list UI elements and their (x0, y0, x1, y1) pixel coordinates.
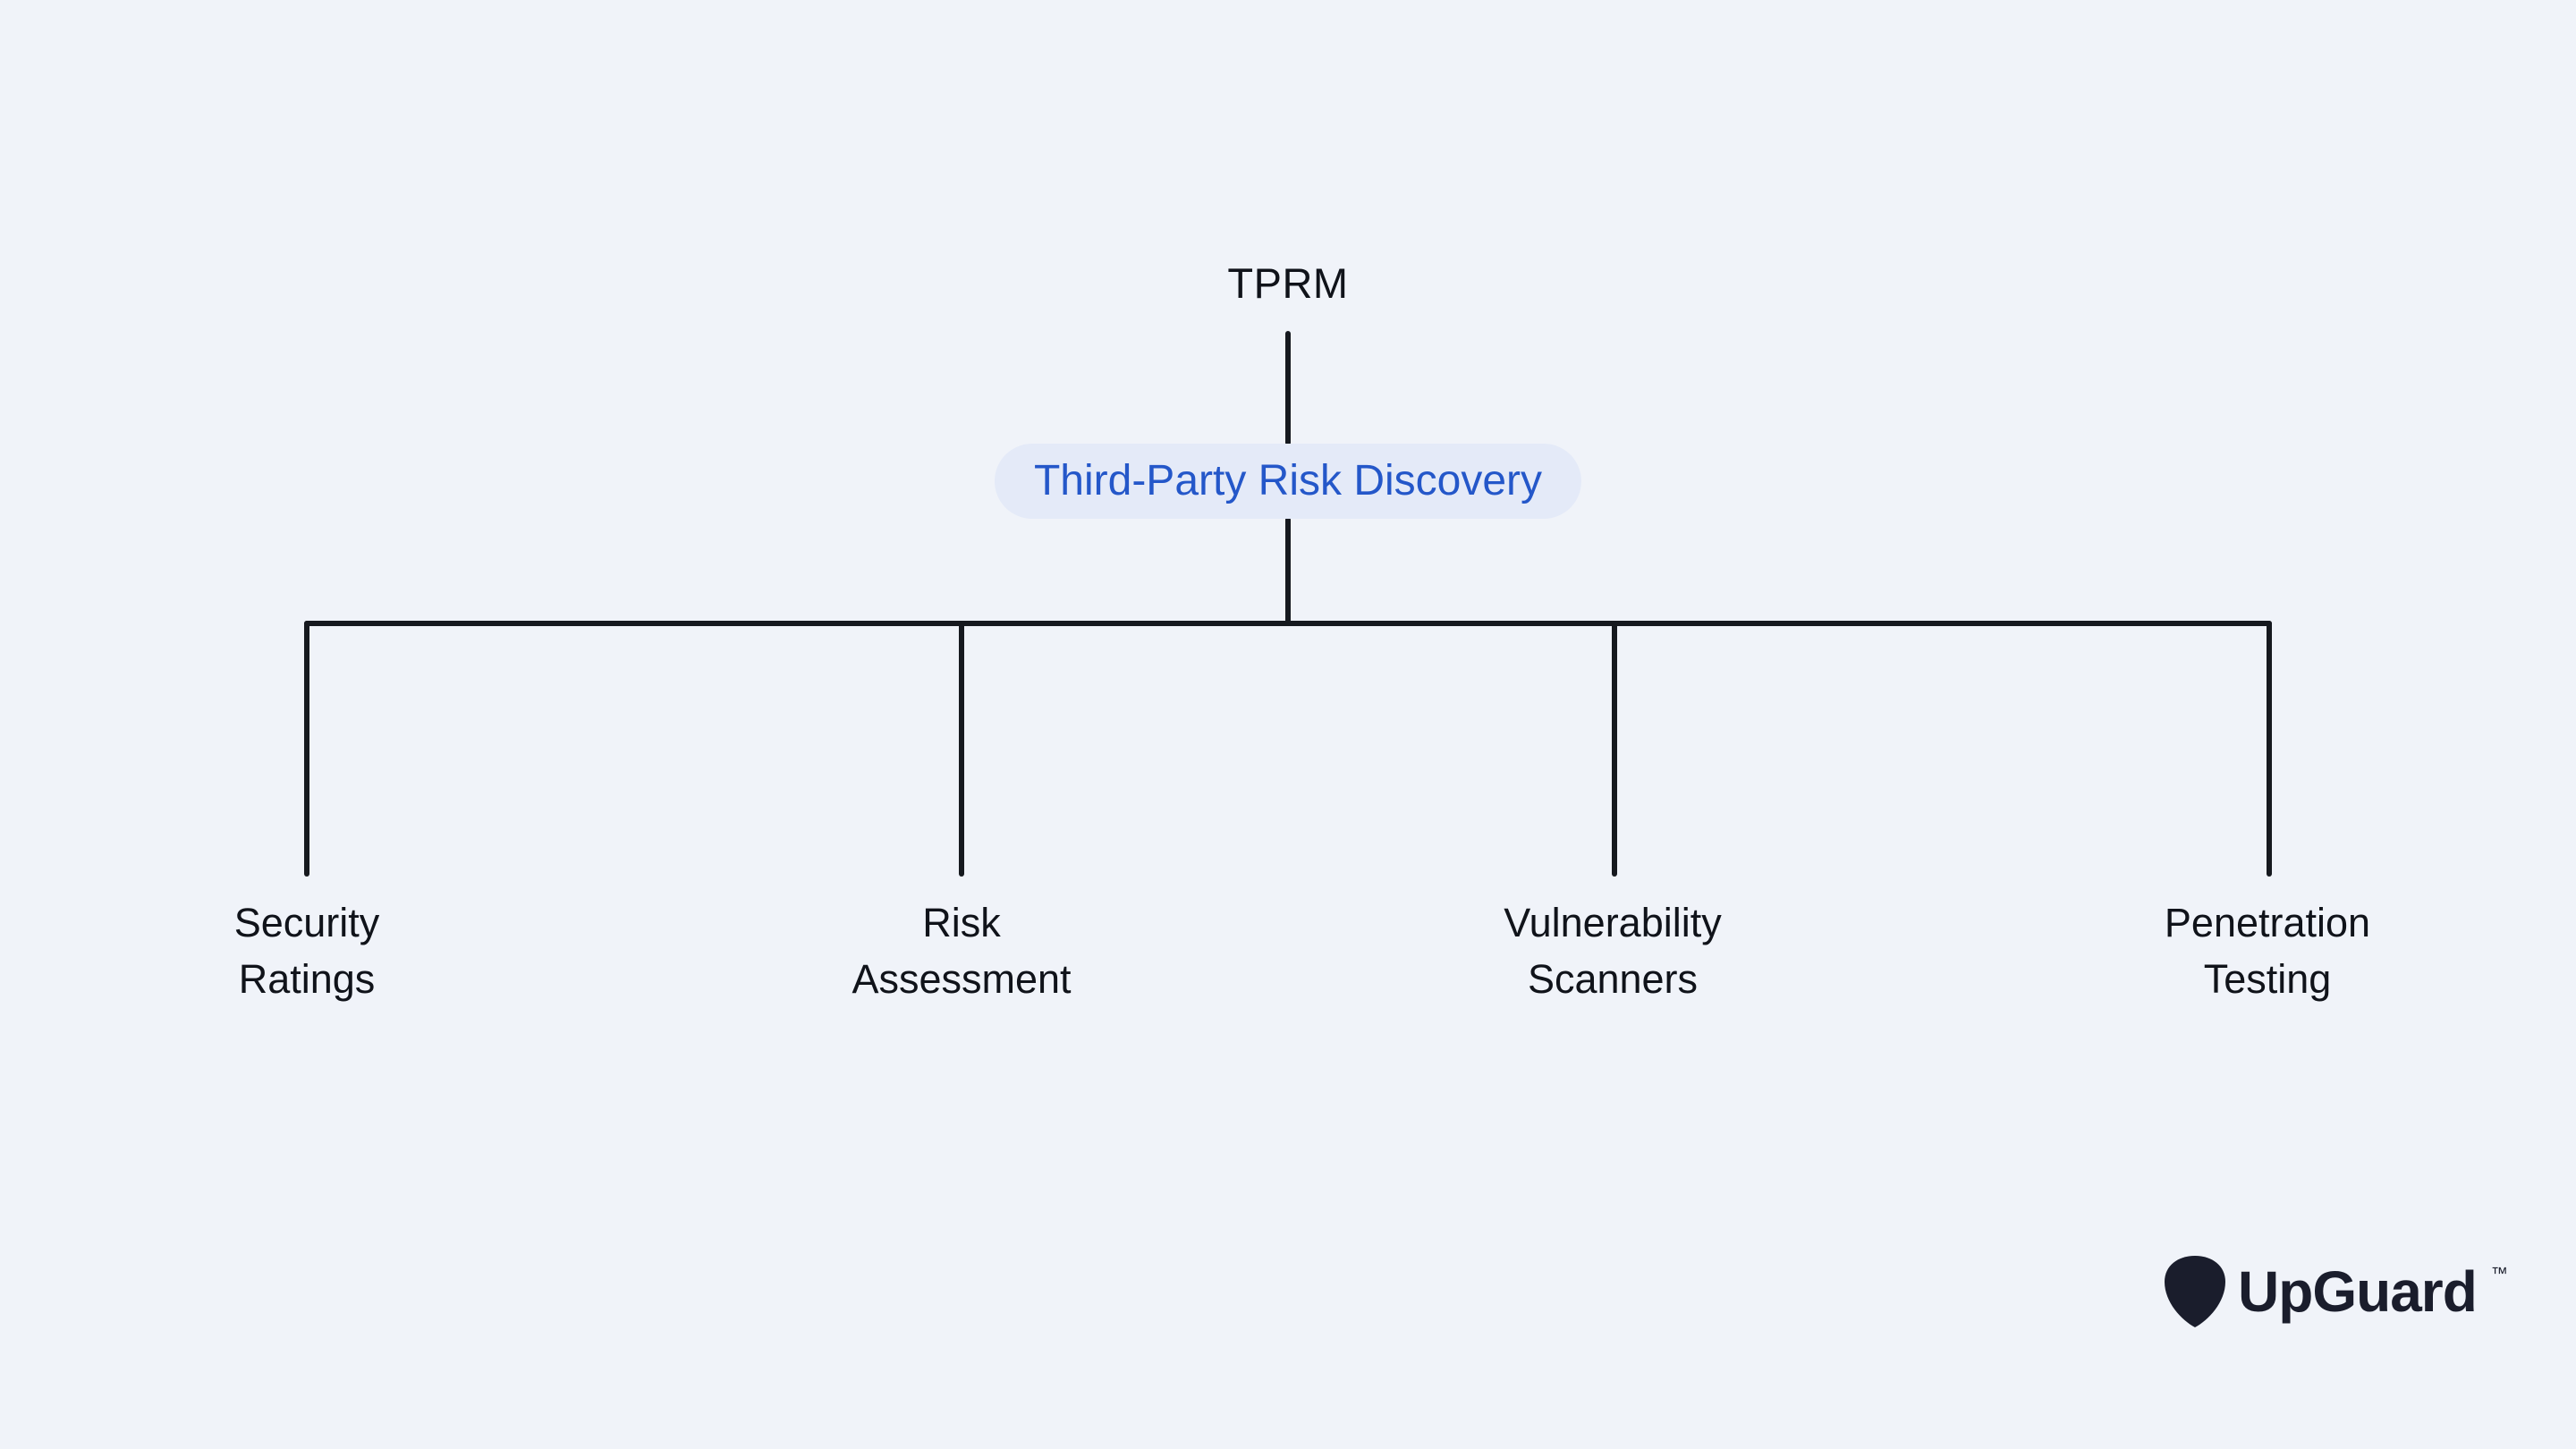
root-node-label: TPRM (1227, 259, 1349, 307)
leaf-label-line: Penetration (2164, 900, 2371, 945)
upguard-wordmark: UpGuard (2238, 1259, 2478, 1324)
connector-stub-security-ratings (304, 621, 309, 877)
leaf-label-line: Ratings (238, 956, 376, 1002)
leaf-label-line: Risk (922, 900, 1001, 945)
leaf-label-line: Vulnerability (1504, 900, 1722, 945)
leaf-label-line: Testing (2203, 956, 2332, 1002)
leaf-node-penetration-testing: Penetration Testing (2017, 894, 2518, 1007)
connector-stub-vulnerability-scanners (1612, 621, 1617, 877)
connector-stub-risk-assessment (959, 621, 964, 877)
trademark-symbol: ™ (2490, 1265, 2508, 1284)
connector-root-to-pill (1285, 331, 1291, 445)
connector-stub-penetration-testing (2267, 621, 2272, 877)
connector-pill-to-bus (1285, 517, 1291, 624)
highlight-node-third-party-risk-discovery: Third-Party Risk Discovery (994, 444, 1582, 519)
leaf-node-vulnerability-scanners: Vulnerability Scanners (1362, 894, 1863, 1007)
leaf-node-security-ratings: Security Ratings (56, 894, 557, 1007)
upguard-logo: UpGuard ™ (2165, 1256, 2508, 1327)
leaf-label-line: Scanners (1527, 956, 1699, 1002)
connector-horizontal-bus (304, 621, 2272, 626)
leaf-node-risk-assessment: Risk Assessment (711, 894, 1212, 1007)
leaf-label-line: Security (233, 900, 380, 945)
leaf-label-line: Assessment (852, 956, 1072, 1002)
upguard-pick-icon (2165, 1256, 2225, 1327)
